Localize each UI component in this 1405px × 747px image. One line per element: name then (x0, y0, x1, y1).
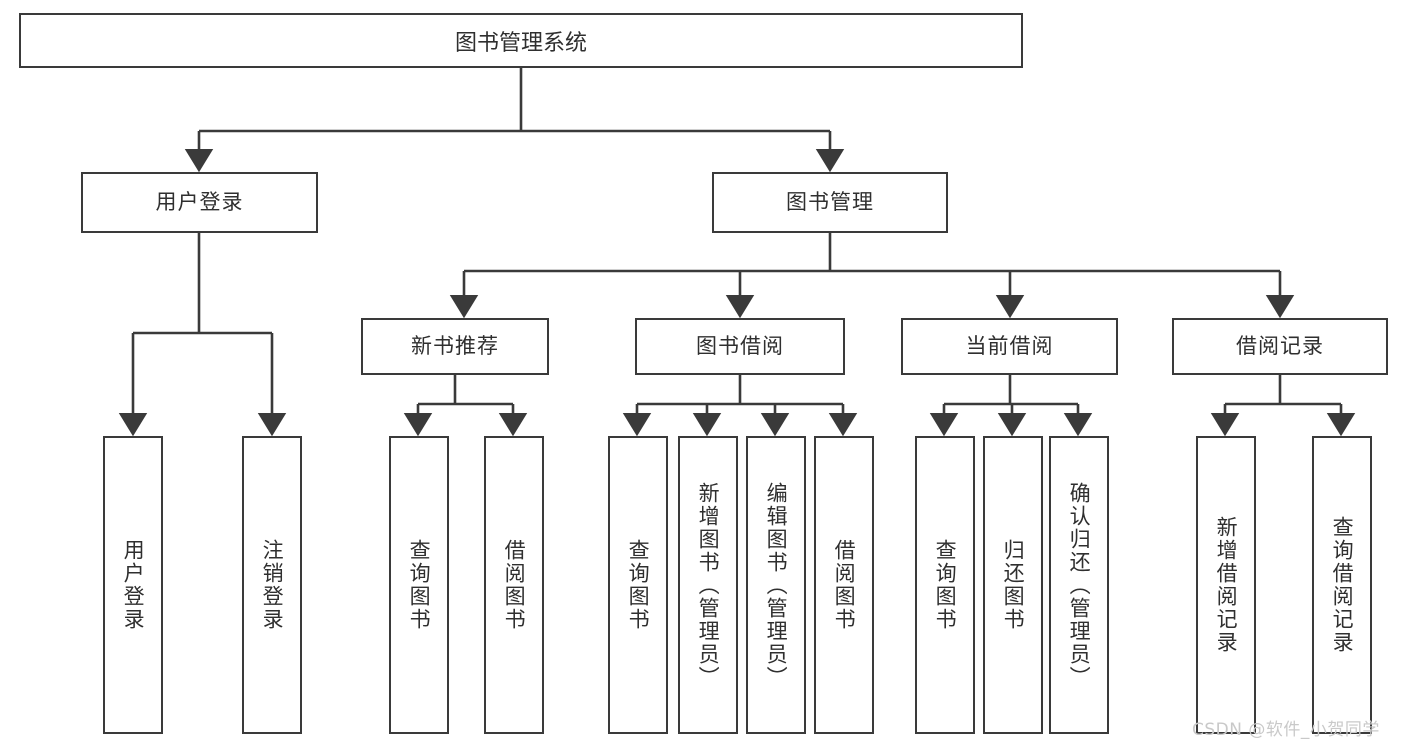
node-leaf-edit-book-admin[interactable]: 编辑图书（管理员） (746, 436, 806, 734)
node-label: 归还图书 (1001, 539, 1026, 631)
node-leaf-confirm-return-admin[interactable]: 确认归还（管理员） (1049, 436, 1109, 734)
node-root-book-management-system[interactable]: 图书管理系统 (19, 13, 1023, 68)
node-current-borrow[interactable]: 当前借阅 (901, 318, 1118, 375)
node-book-borrow[interactable]: 图书借阅 (635, 318, 845, 375)
node-label: 查询图书 (933, 539, 958, 631)
node-leaf-query-book-borrow[interactable]: 查询图书 (608, 436, 668, 734)
node-leaf-query-book-recommend[interactable]: 查询图书 (389, 436, 449, 734)
node-label: 查询图书 (626, 539, 651, 631)
node-label: 用户登录 (155, 189, 244, 214)
node-label: 图书管理系统 (454, 30, 587, 56)
node-borrow-record[interactable]: 借阅记录 (1172, 318, 1388, 375)
node-label: 新增图书（管理员） (696, 481, 721, 689)
node-label: 用户登录 (121, 539, 146, 631)
node-label: 查询图书 (407, 539, 432, 631)
node-leaf-user-login[interactable]: 用户登录 (103, 436, 163, 734)
node-leaf-borrow-book[interactable]: 借阅图书 (814, 436, 874, 734)
node-leaf-logout[interactable]: 注销登录 (242, 436, 302, 734)
node-label: 图书管理 (786, 189, 874, 214)
node-label: 编辑图书（管理员） (764, 481, 789, 689)
node-leaf-add-book-admin[interactable]: 新增图书（管理员） (678, 436, 738, 734)
node-leaf-query-borrow-record[interactable]: 查询借阅记录 (1312, 436, 1372, 734)
node-user-login[interactable]: 用户登录 (81, 172, 318, 233)
node-label: 注销登录 (260, 539, 285, 631)
node-label: 借阅图书 (502, 539, 527, 631)
node-label: 新增借阅记录 (1214, 516, 1239, 654)
node-book-management[interactable]: 图书管理 (712, 172, 948, 233)
node-leaf-borrow-book-recommend[interactable]: 借阅图书 (484, 436, 544, 734)
node-leaf-return-book[interactable]: 归还图书 (983, 436, 1043, 734)
node-label: 确认归还（管理员） (1067, 481, 1092, 689)
node-label: 当前借阅 (965, 333, 1054, 358)
node-new-book-recommend[interactable]: 新书推荐 (361, 318, 549, 375)
node-label: 图书借阅 (696, 333, 784, 358)
node-label: 新书推荐 (411, 333, 499, 358)
node-label: 借阅图书 (832, 539, 857, 631)
csdn-watermark: CSDN @软件_小贺同学 (1192, 720, 1380, 740)
node-label: 查询借阅记录 (1330, 516, 1355, 654)
node-label: 借阅记录 (1236, 333, 1324, 358)
node-leaf-query-book-current[interactable]: 查询图书 (915, 436, 975, 734)
node-leaf-add-borrow-record[interactable]: 新增借阅记录 (1196, 436, 1256, 734)
